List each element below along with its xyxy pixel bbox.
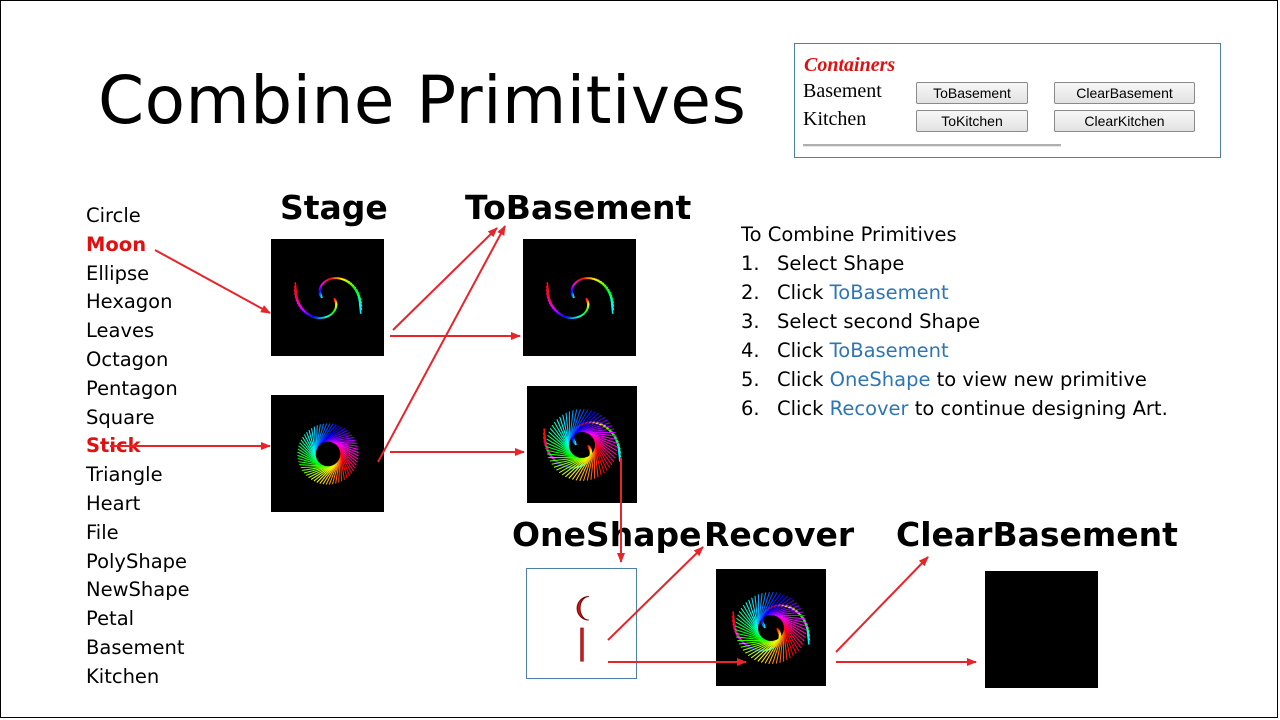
instruction-step: 5.Click OneShape to view new primitive [741,365,1168,394]
spiral-strokes [731,591,811,664]
stick-icon [580,627,584,662]
oneshape-primitive-art [576,596,589,662]
clear-basement-button[interactable]: ClearBasement [1054,82,1195,104]
instruction-step: 3.Select second Shape [741,310,981,333]
page-title: Combine Primitives [98,62,747,139]
containers-panel: Containers Basement ToBasement ClearBase… [794,43,1221,158]
recover-label: Recover [704,515,855,554]
shape-item-stick[interactable]: Stick [86,434,141,458]
shape-item-ellipse[interactable]: Ellipse [86,261,150,285]
shape-list: Circle Moon Ellipse Hexagon Leaves Octag… [86,202,190,692]
containers-panel-title: Containers [804,54,896,76]
tobasement-link: ToBasement [829,281,949,304]
panel-divider [803,144,1061,147]
basement-label: Basement [803,80,882,102]
recover-canvas[interactable] [716,569,826,686]
basement-moon-art [545,276,614,319]
tobasement-label: ToBasement [465,188,692,227]
shape-item-square[interactable]: Square [86,405,155,429]
stage-moon-canvas[interactable] [271,239,384,356]
oneshape-link: OneShape [829,368,931,391]
recover-spiral-art [731,591,811,664]
stick-spiral-art [296,422,359,485]
clearbasement-canvas[interactable] [985,571,1098,688]
stage-stick-canvas[interactable] [271,395,384,512]
instruction-step: 1.Select Shape [741,252,905,275]
combined-spiral-art [542,408,622,481]
instructions-heading: To Combine Primitives [741,223,957,246]
oneshape-label: OneShape [512,515,702,554]
oneshape-canvas[interactable] [526,568,637,679]
instruction-step: 6.Click Recover to continue designing Ar… [741,394,1168,423]
to-basement-button[interactable]: ToBasement [916,82,1028,104]
tobasement-link: ToBasement [829,339,949,362]
clear-kitchen-button[interactable]: ClearKitchen [1054,110,1195,132]
shape-item-triangle[interactable]: Triangle [86,463,163,487]
shape-item-circle[interactable]: Circle [86,204,141,227]
instructions-steps: 1.Select Shape 2.Click ToBasement 3.Sele… [741,249,1168,423]
shape-item-leaves[interactable]: Leaves [86,319,155,343]
shape-item-octagon[interactable]: Octagon [86,347,169,371]
shape-item-hexagon[interactable]: Hexagon [86,290,173,314]
instruction-step: 2.Click ToBasement [741,278,1168,307]
shape-item-file[interactable]: File [86,520,119,544]
shape-item-polyshape[interactable]: PolyShape [86,549,188,573]
clearbasement-label: ClearBasement [896,515,1178,554]
recover-link: Recover [829,397,909,420]
to-kitchen-button[interactable]: ToKitchen [916,110,1028,132]
instruction-step: 4.Click ToBasement [741,336,1168,365]
shape-item-heart[interactable]: Heart [86,491,141,515]
moon-icon [576,596,589,621]
spiral-strokes [293,276,362,319]
instructions: To Combine Primitives 1.Select Shape 2.C… [741,220,1168,423]
shape-item-newshape[interactable]: NewShape [86,578,190,602]
moon-spiral-art [293,276,362,319]
basement-moon-canvas[interactable] [523,239,636,356]
stage-label: Stage [280,188,388,227]
shape-item-pentagon[interactable]: Pentagon [86,376,178,400]
spiral-strokes [296,422,359,485]
spiral-strokes [545,276,614,319]
shape-item-basement[interactable]: Basement [86,635,185,659]
shape-item-moon[interactable]: Moon [86,232,147,256]
spiral-strokes [542,408,622,481]
shape-item-petal[interactable]: Petal [86,607,135,631]
kitchen-label: Kitchen [803,108,867,130]
shape-item-kitchen[interactable]: Kitchen [86,664,160,688]
basement-combined-canvas[interactable] [527,386,637,503]
